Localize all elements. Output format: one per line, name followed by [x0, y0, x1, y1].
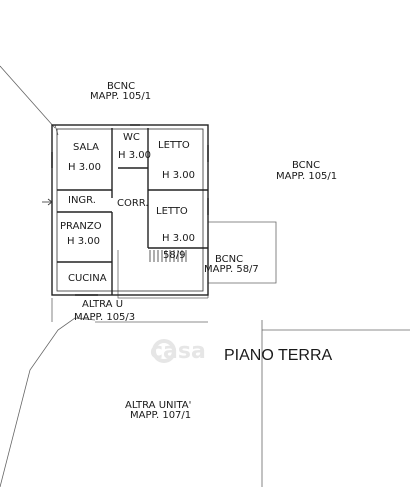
room-label-letto-1: LETTO — [158, 140, 190, 151]
watermark-icon — [152, 339, 176, 363]
bcnc-top-label: BCNC — [107, 81, 135, 92]
entrance-steps — [149, 250, 187, 262]
room-height-wc: H 3.00 — [118, 150, 151, 161]
altra-unita-mapp: MAPP. 107/1 — [130, 410, 191, 421]
building-walls — [51, 124, 209, 296]
room-height-letto-1: H 3.00 — [162, 170, 195, 181]
altra-u-mapp: MAPP. 105/3 — [74, 312, 135, 323]
room-label-sala: SALA — [73, 142, 99, 153]
room-label-letto-2: LETTO — [156, 206, 188, 217]
bcnc-right-label: BCNC — [292, 160, 320, 171]
room-height-letto-2: H 3.00 — [162, 233, 195, 244]
bcnc-top-mapp: MAPP. 105/1 — [90, 91, 151, 102]
step-ref-label: 58/9 — [163, 250, 185, 261]
floor-title: PIANO TERRA — [224, 347, 333, 364]
room-height-pranzo: H 3.00 — [67, 236, 100, 247]
room-label-pranzo: PRANZO — [60, 221, 102, 232]
room-label-cucina: CUCINA — [68, 273, 107, 284]
bcnc-right-mapp: MAPP. 105/1 — [276, 171, 337, 182]
bcnc-mid-label: BCNC — [215, 254, 243, 265]
entrance-arrow-icon — [42, 198, 53, 206]
bcnc-mid-mapp: MAPP. 58/7 — [204, 264, 259, 275]
altra-u-label: ALTRA U — [82, 299, 123, 310]
room-label-ingr: INGR. — [68, 195, 96, 206]
room-label-corr: CORR. — [117, 198, 149, 209]
room-height-sala: H 3.00 — [68, 162, 101, 173]
room-label-wc: WC — [123, 132, 140, 143]
altra-unita-label: ALTRA UNITA' — [125, 400, 191, 411]
